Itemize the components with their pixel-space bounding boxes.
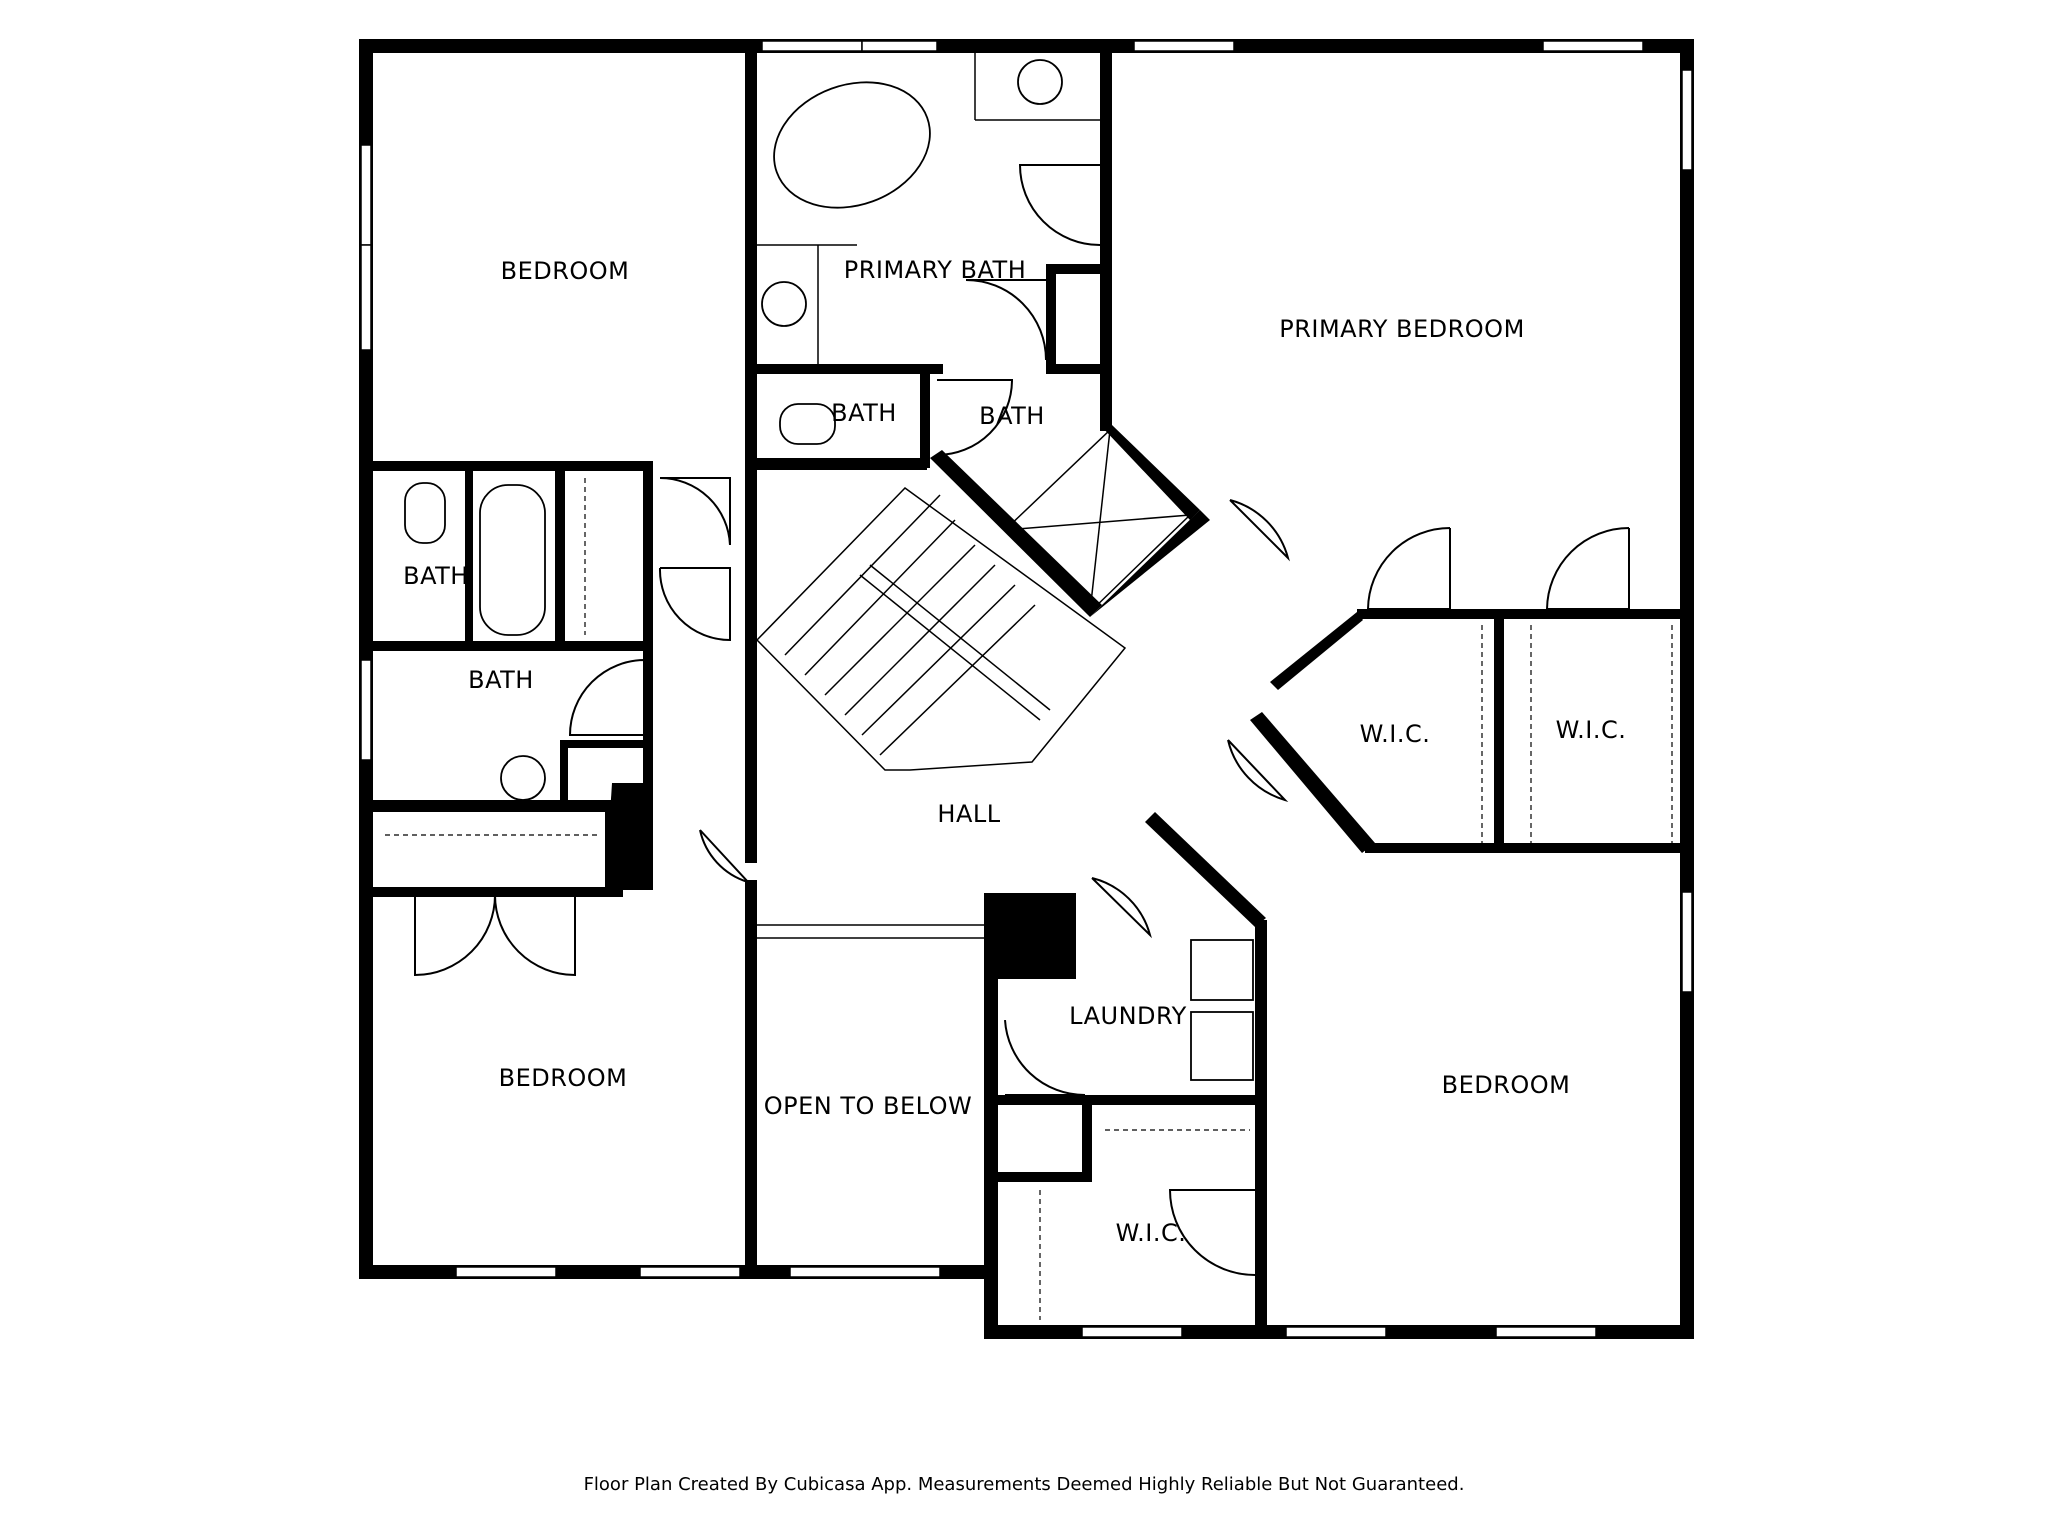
label-hall: HALL xyxy=(937,800,1000,828)
fixtures xyxy=(404,59,1063,801)
footer-note: Floor Plan Created By Cubicasa App. Meas… xyxy=(583,1474,1465,1495)
label-wic-1: W.I.C. xyxy=(1360,720,1431,748)
bathtub-icon xyxy=(479,484,546,636)
label-laundry: LAUNDRY xyxy=(1069,1002,1187,1030)
stairs xyxy=(755,428,1192,771)
label-bedroom-sw: BEDROOM xyxy=(499,1064,628,1092)
room-labels: BEDROOM PRIMARY BATH PRIMARY BEDROOM BAT… xyxy=(403,256,1626,1247)
label-primary-bedroom: PRIMARY BEDROOM xyxy=(1279,315,1525,343)
label-bedroom-se: BEDROOM xyxy=(1442,1071,1571,1099)
diagonal-walls xyxy=(605,425,1375,927)
label-wic-2: W.I.C. xyxy=(1556,716,1627,744)
label-primary-bath: PRIMARY BATH xyxy=(844,256,1027,284)
toilet-icon xyxy=(779,403,836,445)
label-bath-tub: BATH xyxy=(403,562,469,590)
doors xyxy=(414,164,1630,1276)
label-bath-lower: BATH xyxy=(468,666,534,694)
label-wic-3: W.I.C. xyxy=(1116,1219,1187,1247)
label-bedroom-nw: BEDROOM xyxy=(501,257,630,285)
bathtub-oval xyxy=(773,81,931,209)
thin-lines xyxy=(385,53,1673,1320)
sink-icon xyxy=(500,755,546,801)
label-bath-wc: BATH xyxy=(831,399,897,427)
sink-icon xyxy=(761,281,807,327)
exterior-walls xyxy=(359,39,1694,1339)
label-bath-shower: BATH xyxy=(979,402,1045,430)
windows xyxy=(360,40,1693,1338)
sink-icon xyxy=(1017,59,1063,105)
interior-walls xyxy=(373,53,1694,1333)
label-open-to-below: OPEN TO BELOW xyxy=(764,1092,973,1120)
toilet-icon xyxy=(404,482,446,544)
